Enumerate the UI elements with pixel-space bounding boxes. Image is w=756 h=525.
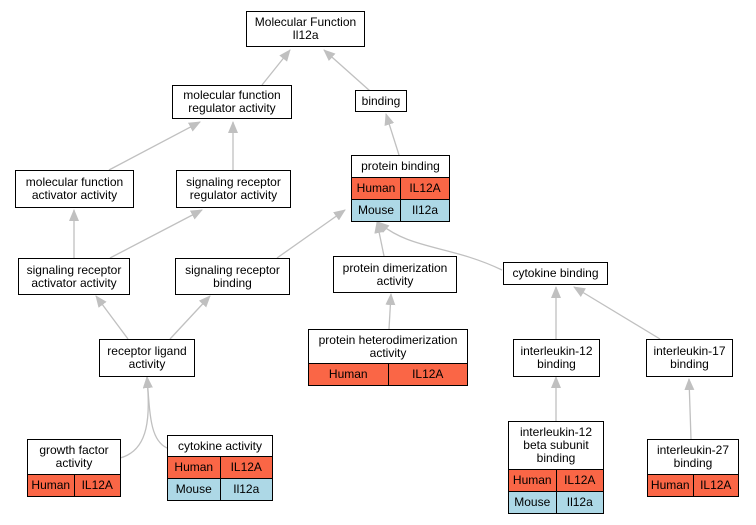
human-annotation-row: Human IL12A bbox=[28, 474, 120, 496]
node-label: cytokine binding bbox=[512, 266, 599, 280]
human-annotation-row: Human IL12A bbox=[648, 474, 738, 496]
node-label: growth factor activity bbox=[39, 443, 109, 470]
node-label: protein heterodimerization activity bbox=[318, 332, 458, 360]
node-molecular-function-regulator-activity[interactable]: molecular function regulator activity bbox=[172, 85, 292, 119]
mouse-annotation-row: Mouse Il12a bbox=[509, 491, 603, 513]
node-label: signaling receptor binding bbox=[185, 262, 280, 290]
node-growth-factor-activity[interactable]: growth factor activity Human IL12A bbox=[27, 439, 121, 497]
edge-pb-to-binding bbox=[384, 113, 400, 156]
species-label: Mouse bbox=[514, 495, 551, 509]
node-label: cytokine activity bbox=[177, 438, 263, 453]
human-annotation-row: Human IL12A bbox=[509, 469, 603, 491]
node-label: interleukin-17 binding bbox=[653, 344, 726, 371]
species-label: Human bbox=[512, 473, 552, 487]
node-label: molecular function activator activity bbox=[25, 175, 124, 202]
edge-phda-to-pda bbox=[385, 293, 396, 330]
node-label: interleukin-27 binding bbox=[656, 443, 730, 470]
edge-mfaa-to-mfra bbox=[108, 121, 201, 171]
node-label: molecular function regulator activity bbox=[183, 88, 281, 115]
node-label: signaling receptor activator activity bbox=[26, 262, 122, 290]
gene-label: Il12a bbox=[400, 200, 449, 221]
node-interleukin-12-beta-subunit-binding[interactable]: interleukin-12 beta subunit binding Huma… bbox=[508, 421, 604, 514]
gene-label: IL12A bbox=[692, 475, 739, 496]
edge-binding-to-mf bbox=[323, 49, 371, 92]
species-label: Human bbox=[356, 181, 396, 195]
species-label: Human bbox=[31, 478, 71, 492]
edge-rla-to-sraa bbox=[95, 295, 129, 340]
edge-srb-to-pb bbox=[276, 209, 346, 259]
node-label: protein dimerization activity bbox=[342, 260, 448, 288]
node-receptor-ligand-activity[interactable]: receptor ligand activity bbox=[99, 339, 195, 377]
node-label: Molecular Function Il12a bbox=[254, 15, 357, 42]
edge-gfa-to-rla bbox=[119, 376, 153, 459]
node-interleukin-12-binding[interactable]: interleukin-12 binding bbox=[513, 339, 600, 377]
gene-label: IL12A bbox=[400, 178, 449, 199]
edge-mfra-to-mf bbox=[261, 49, 291, 86]
edge-cb-to-pb bbox=[377, 221, 503, 271]
species-label: Human bbox=[328, 367, 368, 381]
node-protein-heterodimerization-activity[interactable]: protein heterodimerization activity Huma… bbox=[308, 329, 468, 386]
node-interleukin-27-binding[interactable]: interleukin-27 binding Human IL12A bbox=[647, 439, 739, 497]
node-protein-dimerization-activity[interactable]: protein dimerization activity bbox=[333, 256, 457, 293]
node-signaling-receptor-regulator-activity[interactable]: signaling receptor regulator activity bbox=[176, 170, 291, 208]
gene-label: IL12A bbox=[387, 364, 468, 385]
node-label: interleukin-12 binding bbox=[520, 344, 593, 371]
gene-label: IL12A bbox=[73, 475, 121, 496]
edge-rla-to-srb bbox=[169, 295, 211, 340]
node-signaling-receptor-binding[interactable]: signaling receptor binding bbox=[175, 258, 290, 295]
node-label: binding bbox=[361, 93, 401, 108]
node-label: receptor ligand activity bbox=[107, 344, 187, 371]
species-label: Human bbox=[174, 460, 214, 474]
edge-il27b-to-il17b bbox=[684, 378, 695, 440]
mouse-annotation-row: Mouse Il12a bbox=[168, 478, 272, 500]
species-label: Mouse bbox=[357, 203, 395, 217]
edge-ca-to-rla bbox=[142, 376, 168, 449]
node-label: signaling receptor regulator activity bbox=[186, 175, 281, 202]
gene-label: Il12a bbox=[219, 479, 273, 500]
human-annotation-row: Human IL12A bbox=[168, 456, 272, 478]
node-label: interleukin-12 beta subunit binding bbox=[519, 425, 593, 465]
species-label: Human bbox=[650, 478, 690, 492]
gene-label: IL12A bbox=[555, 470, 604, 491]
node-label: protein binding bbox=[361, 159, 440, 173]
mouse-annotation-row: Mouse Il12a bbox=[352, 199, 449, 221]
human-annotation-row: Human IL12A bbox=[352, 177, 449, 199]
node-interleukin-17-binding[interactable]: interleukin-17 binding bbox=[646, 339, 733, 377]
edge-sraa-to-srra bbox=[109, 209, 203, 259]
node-binding[interactable]: binding bbox=[355, 90, 407, 112]
edge-il17b-to-cb bbox=[573, 286, 661, 340]
node-cytokine-activity[interactable]: cytokine activity Human IL12A Mouse Il12… bbox=[167, 435, 273, 501]
gene-label: Il12a bbox=[555, 492, 604, 513]
node-molecular-function-activator-activity[interactable]: molecular function activator activity bbox=[15, 170, 134, 208]
node-signaling-receptor-activator-activity[interactable]: signaling receptor activator activity bbox=[18, 258, 130, 295]
edge-pda-to-pb bbox=[374, 221, 385, 257]
node-cytokine-binding[interactable]: cytokine binding bbox=[503, 262, 608, 285]
node-molecular-function[interactable]: Molecular Function Il12a bbox=[246, 11, 365, 47]
node-protein-binding[interactable]: protein binding Human IL12A Mouse Il12a bbox=[351, 155, 450, 222]
species-label: Mouse bbox=[175, 482, 212, 496]
human-annotation-row: Human IL12A bbox=[309, 363, 467, 385]
gene-label: IL12A bbox=[219, 457, 273, 478]
